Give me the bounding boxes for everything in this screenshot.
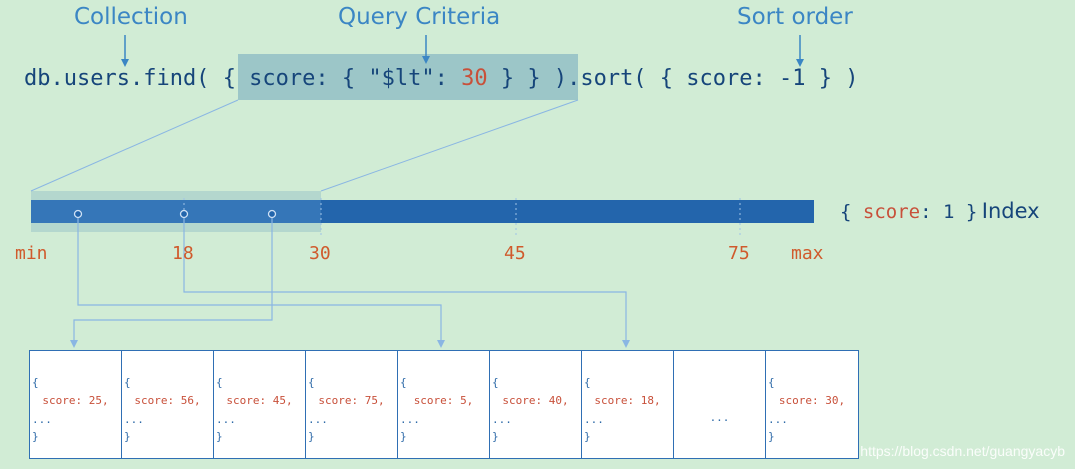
index-label-rest: : 1 } (920, 201, 978, 223)
document-card: { score: 25, ... } (30, 351, 122, 458)
document-card: { score: 40, ... } (490, 351, 582, 458)
document-card: { score: 5, ... } (398, 351, 490, 458)
index-label: { score: 1 } Index (840, 199, 1040, 223)
document-card-ellipsis: ... (674, 351, 766, 458)
connector-entry-to-doc-25 (70, 218, 273, 348)
query-prefix: db.users.find( (24, 66, 223, 91)
query-criteria-highlight (238, 54, 578, 100)
document-card: { score: 56, ... } (122, 351, 214, 458)
query-criteria-value: 30 (461, 66, 488, 91)
index-label-field: score (862, 201, 921, 223)
index-label-word: Index (981, 199, 1040, 223)
projection-line-right (320, 99, 579, 192)
tick-label-min: min (15, 243, 48, 264)
tick-label-45: 45 (504, 243, 526, 264)
document-card: { score: 18, ... } (582, 351, 674, 458)
query-criteria-close: } } (487, 66, 541, 91)
index-entry-dot (267, 209, 277, 219)
projection-line-left (30, 99, 239, 192)
connector-entry-to-doc-5 (77, 218, 445, 348)
index-entry-dot (179, 209, 189, 219)
collection-label: Collection (74, 4, 188, 30)
tick-label-30: 30 (309, 243, 331, 264)
query-sort-part: ).sort( { score: -1 } ) (540, 66, 859, 91)
document-card: { score: 45, ... } (214, 351, 306, 458)
query-code: db.users.find( { score: { "$lt": 30 } } … (24, 66, 858, 91)
tick-label-max: max (791, 243, 824, 264)
sort-order-label: Sort order (737, 4, 853, 30)
query-criteria-open: { score: { "$lt": (222, 66, 462, 91)
connector-entry-to-doc-18 (183, 218, 630, 348)
tick-label-18: 18 (172, 243, 194, 264)
index-label-open: { (840, 201, 863, 223)
watermark-text: https://blog.csdn.net/guangyacyb (860, 443, 1065, 459)
query-criteria-label: Query Criteria (338, 4, 501, 30)
collection-documents: { score: 25, ... } { score: 56, ... } { … (29, 350, 859, 459)
document-card: { score: 75, ... } (306, 351, 398, 458)
index-entry-dot (73, 209, 83, 219)
document-card: { score: 30, ... } (766, 351, 858, 458)
tick-label-75: 75 (728, 243, 750, 264)
